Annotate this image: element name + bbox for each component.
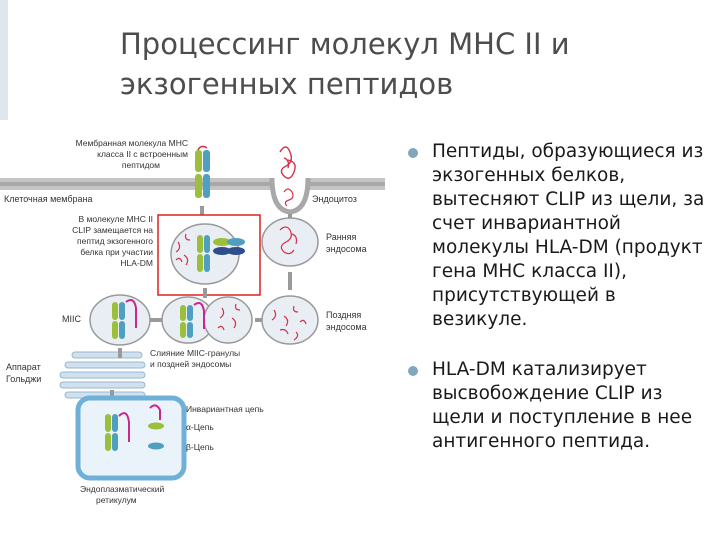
- title-decoration: [0, 0, 8, 120]
- endocytosis-pocket: [269, 177, 311, 215]
- label-er-2: ретикулум: [96, 495, 137, 505]
- label-membrane-mhc-2: класса II с встроенным: [97, 149, 188, 159]
- hla-dm-molecule: [213, 238, 245, 255]
- label-clip-4: белка при участии: [80, 247, 153, 257]
- mhc-in-er: [105, 412, 130, 451]
- peptides-early: [279, 226, 298, 255]
- label-clip-2: CLIP замещается на: [72, 225, 153, 235]
- label-clip-3: пептид экзогенного: [77, 236, 153, 246]
- bullet-dot-icon: [408, 148, 418, 158]
- label-clip-5: HLA-DM: [120, 258, 153, 268]
- label-clip-1: В молекуле MHC II: [79, 214, 153, 224]
- late-endosome: [261, 295, 319, 345]
- label-fusion-2: и поздней эндосомы: [150, 359, 231, 369]
- miic-compartment-upper: [170, 223, 240, 285]
- label-fusion-1: Слияние MIIC-гранулы: [150, 348, 240, 358]
- early-endosome: [261, 217, 319, 267]
- endoplasmic-reticulum: [75, 395, 187, 481]
- mhc-processing-diagram: Мембранная молекула MHC класса II с встр…: [0, 138, 385, 505]
- label-endocytosis: Эндоцитоз: [312, 194, 357, 204]
- exogenous-protein-pocket: [283, 188, 294, 207]
- mhc-fusion: [180, 302, 205, 338]
- bullet-text-2: HLA-DM катализирует высвобождение CLIP и…: [432, 359, 693, 452]
- fusing-vesicle-right: [203, 296, 253, 344]
- label-early-2: эндосома: [326, 244, 367, 254]
- membrane-mhc-molecule: [195, 145, 210, 198]
- label-late-1: Поздняя: [326, 310, 361, 320]
- label-membrane-mhc-3: пептидом: [122, 160, 160, 170]
- title-line-2: экзогенных пептидов: [120, 67, 454, 101]
- label-beta: β-Цепь: [186, 442, 214, 452]
- label-golgi-1: Аппарат: [6, 362, 41, 372]
- bullet-item: Пептиды, образующиеся из экзогенных белк…: [408, 140, 713, 332]
- peptides-upper: [175, 233, 191, 266]
- label-er-1: Эндоплазматический: [80, 484, 164, 494]
- slide-title: Процессинг молекул MHC II и экзогенных п…: [120, 24, 680, 104]
- legend-symbols: [148, 404, 164, 450]
- label-miic: MIIC: [62, 314, 81, 324]
- bullet-text-1: Пептиды, образующиеся из экзогенных белк…: [432, 141, 705, 330]
- label-cell-membrane: Клеточная мембрана: [4, 194, 93, 204]
- label-early-1: Ранняя: [326, 232, 357, 242]
- label-alpha: α-Цепь: [186, 422, 214, 432]
- bullet-item: HLA-DM катализирует высвобождение CLIP и…: [408, 358, 713, 454]
- peptides-fusion: [217, 303, 241, 331]
- label-invariant: Инвариантная цепь: [186, 404, 264, 414]
- bullet-list: Пептиды, образующиеся из экзогенных белк…: [408, 140, 713, 480]
- exogenous-protein-top: [279, 146, 296, 179]
- title-line-1: Процессинг молекул MHC II и: [120, 27, 570, 61]
- label-membrane-mhc-1: Мембранная молекула MHC: [76, 138, 188, 148]
- golgi-apparatus: [59, 351, 146, 399]
- peptides-late: [271, 305, 307, 341]
- bullet-dot-icon: [408, 366, 418, 376]
- highlight-box: [157, 214, 261, 296]
- label-late-2: эндосома: [326, 322, 367, 332]
- label-golgi-2: Гольджи: [6, 374, 41, 384]
- mhc-invariant-miic: [112, 299, 137, 339]
- mhc-in-compartment: [197, 235, 210, 272]
